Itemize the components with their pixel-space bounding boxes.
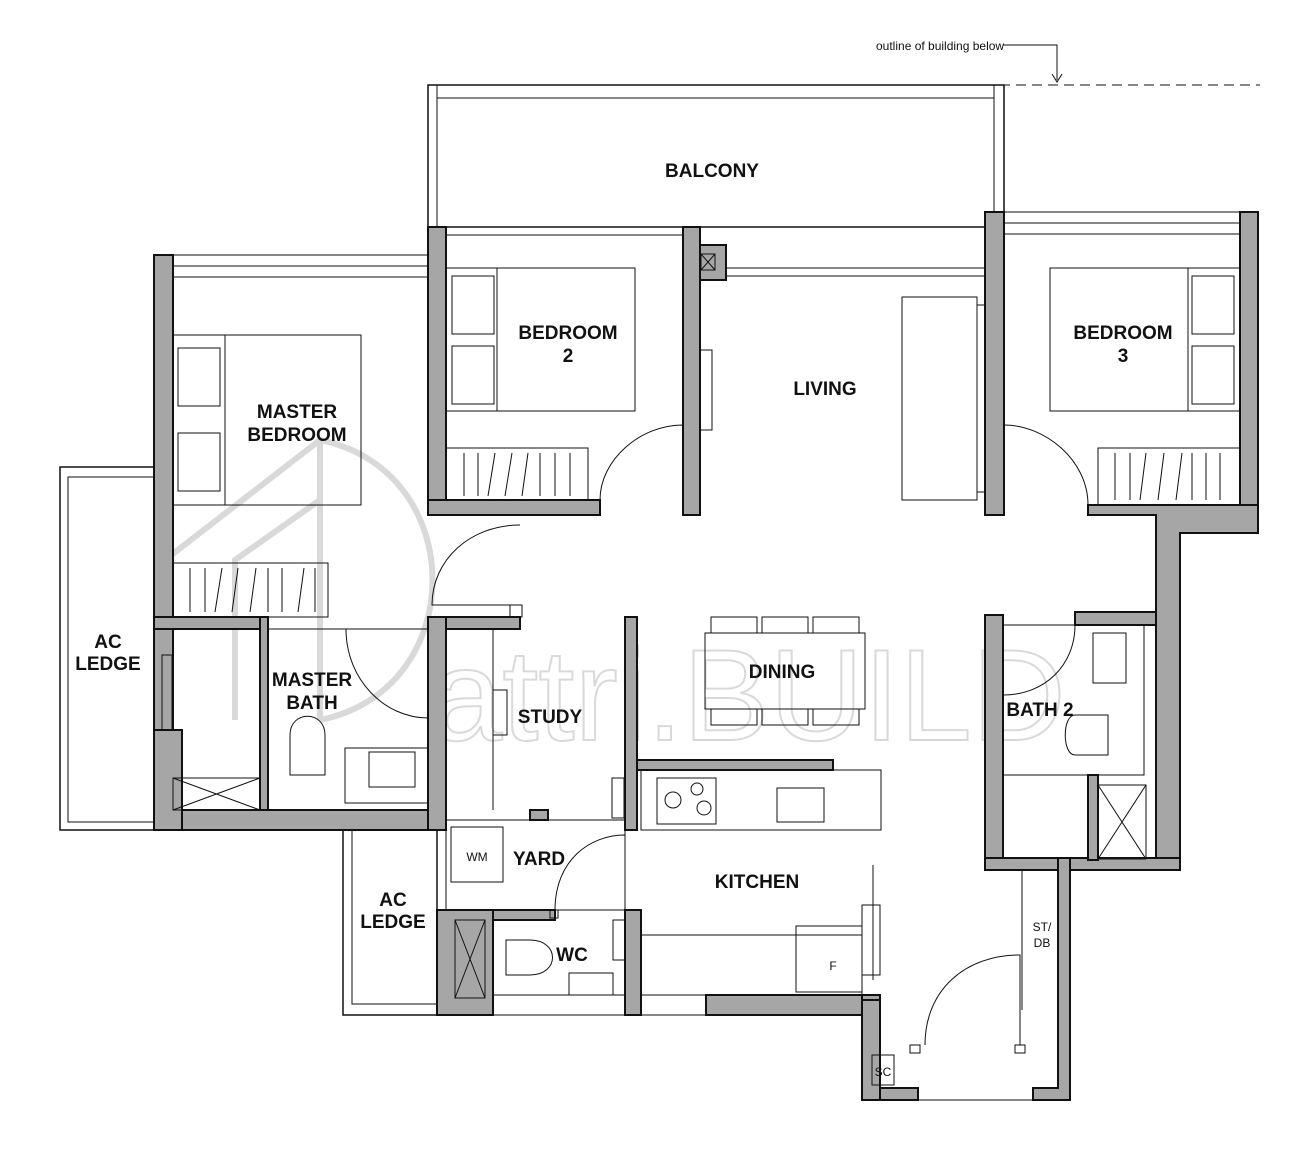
ac-ledge-lower-label-2: LEDGE bbox=[360, 912, 425, 933]
walls bbox=[153, 211, 1259, 1101]
watermark-text: attri.BUILD bbox=[430, 622, 1066, 768]
ac-ledge-left-label-1: AC bbox=[94, 632, 122, 653]
bedroom-2-furniture bbox=[445, 267, 713, 501]
living-label: LIVING bbox=[793, 379, 856, 400]
study-label: STUDY bbox=[518, 707, 583, 728]
ac-ledge-lower: AC LEDGE bbox=[342, 829, 438, 1016]
entrance bbox=[871, 870, 1033, 1101]
bath-2-fixtures bbox=[1002, 624, 1147, 860]
living-furniture bbox=[901, 296, 985, 501]
bedroom-3-furniture bbox=[1003, 267, 1241, 506]
windows bbox=[161, 211, 1241, 1016]
master-bath-label-1: MASTER bbox=[272, 670, 353, 691]
bath-2-label: BATH 2 bbox=[1006, 700, 1073, 721]
kitchen-label: KITCHEN bbox=[715, 872, 799, 893]
bedroom-3-label-1: BEDROOM bbox=[1073, 323, 1172, 344]
wm-label: WM bbox=[466, 850, 487, 864]
ac-ledge-lower-label-1: AC bbox=[379, 890, 407, 911]
balcony-area bbox=[427, 84, 1005, 228]
master-bedroom-label-2: BEDROOM bbox=[247, 425, 346, 446]
electrical-box bbox=[700, 253, 716, 271]
dining-furniture bbox=[704, 616, 866, 726]
sc-label: SC bbox=[875, 1065, 892, 1079]
building-outline-annotation: outline of building below bbox=[876, 39, 1260, 86]
balcony-label: BALCONY bbox=[665, 161, 759, 182]
yard-label: YARD bbox=[513, 849, 565, 870]
master-bedroom-furniture bbox=[172, 334, 362, 618]
bedroom-3-label-2: 3 bbox=[1118, 346, 1129, 367]
room-labels: BALCONY BEDROOM 2 LIVING BEDROOM 3 MASTE… bbox=[247, 161, 1172, 1079]
master-bath-fixtures bbox=[172, 628, 429, 811]
wc-fixtures bbox=[454, 919, 614, 999]
st-db-label-1: ST/ bbox=[1033, 920, 1052, 934]
study-fixtures bbox=[492, 629, 508, 810]
st-db-label-2: DB bbox=[1034, 936, 1051, 950]
master-door bbox=[431, 524, 523, 618]
ac-ledge-left-label-2: LEDGE bbox=[75, 654, 140, 675]
dining-label: DINING bbox=[749, 662, 816, 683]
wc-label: WC bbox=[556, 945, 588, 966]
yard-fixtures bbox=[445, 819, 626, 961]
master-bath-label-2: BATH bbox=[286, 693, 337, 714]
kitchen-counter bbox=[611, 769, 882, 996]
watermark: attri.BUILD bbox=[162, 437, 1067, 769]
bedroom-2-label-1: BEDROOM bbox=[518, 323, 617, 344]
fridge-label: F bbox=[829, 959, 836, 973]
ac-ledge-left: AC LEDGE bbox=[59, 466, 155, 831]
bedroom-2-label-2: 2 bbox=[563, 346, 574, 367]
master-bedroom-label-1: MASTER bbox=[257, 402, 338, 423]
annotation-text: outline of building below bbox=[876, 39, 1004, 53]
